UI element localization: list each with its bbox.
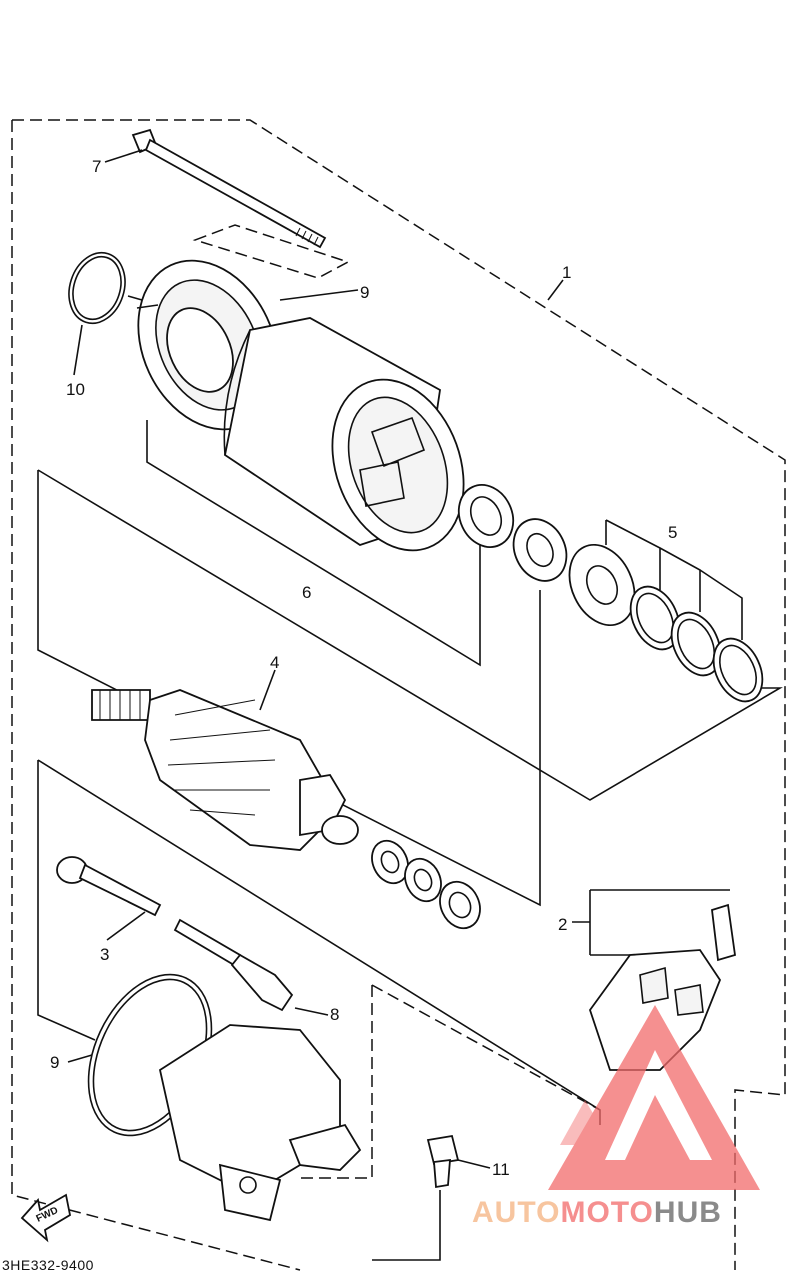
diagram-code: 3HE332-9400 <box>2 1257 94 1273</box>
callout-11: 11 <box>492 1160 510 1179</box>
oil-seal <box>512 518 568 582</box>
watermark-triangle-logo <box>548 1005 760 1190</box>
watermark-part-moto: MOTO <box>560 1196 653 1229</box>
bearing-upper <box>457 484 515 548</box>
o-ring-top <box>68 251 126 325</box>
mounting-bolt <box>426 1134 460 1189</box>
assembly-boundary <box>11 119 786 1271</box>
bearing-lower <box>439 880 481 930</box>
callout-4: 4 <box>270 653 279 672</box>
washer-lower-1 <box>371 839 409 885</box>
watermark-part-auto: AUTO <box>472 1196 560 1229</box>
callout-10: 10 <box>66 380 85 399</box>
callout-2: 2 <box>558 915 567 934</box>
callout-5: 5 <box>668 523 677 542</box>
terminal-boot <box>173 918 294 1012</box>
callout-1: 1 <box>562 263 571 282</box>
callout-3: 3 <box>100 945 109 964</box>
washer-set-bracket <box>605 519 743 640</box>
washer-lower-2 <box>404 857 442 903</box>
yoke-housing <box>223 317 465 552</box>
watermark-part-hub: HUB <box>654 1196 722 1229</box>
callout-8: 8 <box>330 1005 339 1024</box>
lead-wire <box>56 856 162 917</box>
callout-9-bottom: 9 <box>50 1053 59 1072</box>
washer-set <box>568 543 764 703</box>
through-bolt <box>131 128 327 249</box>
callout-6: 6 <box>302 583 311 602</box>
callout-7: 7 <box>92 157 101 176</box>
forward-direction-arrow: FWD <box>20 1193 72 1243</box>
rear-cover <box>158 1024 362 1222</box>
automotohub-watermark <box>548 1005 760 1190</box>
armature <box>91 689 359 851</box>
callout-9-top: 9 <box>360 283 369 302</box>
watermark-brand-text: AUTOMOTOHUB <box>472 1196 722 1229</box>
